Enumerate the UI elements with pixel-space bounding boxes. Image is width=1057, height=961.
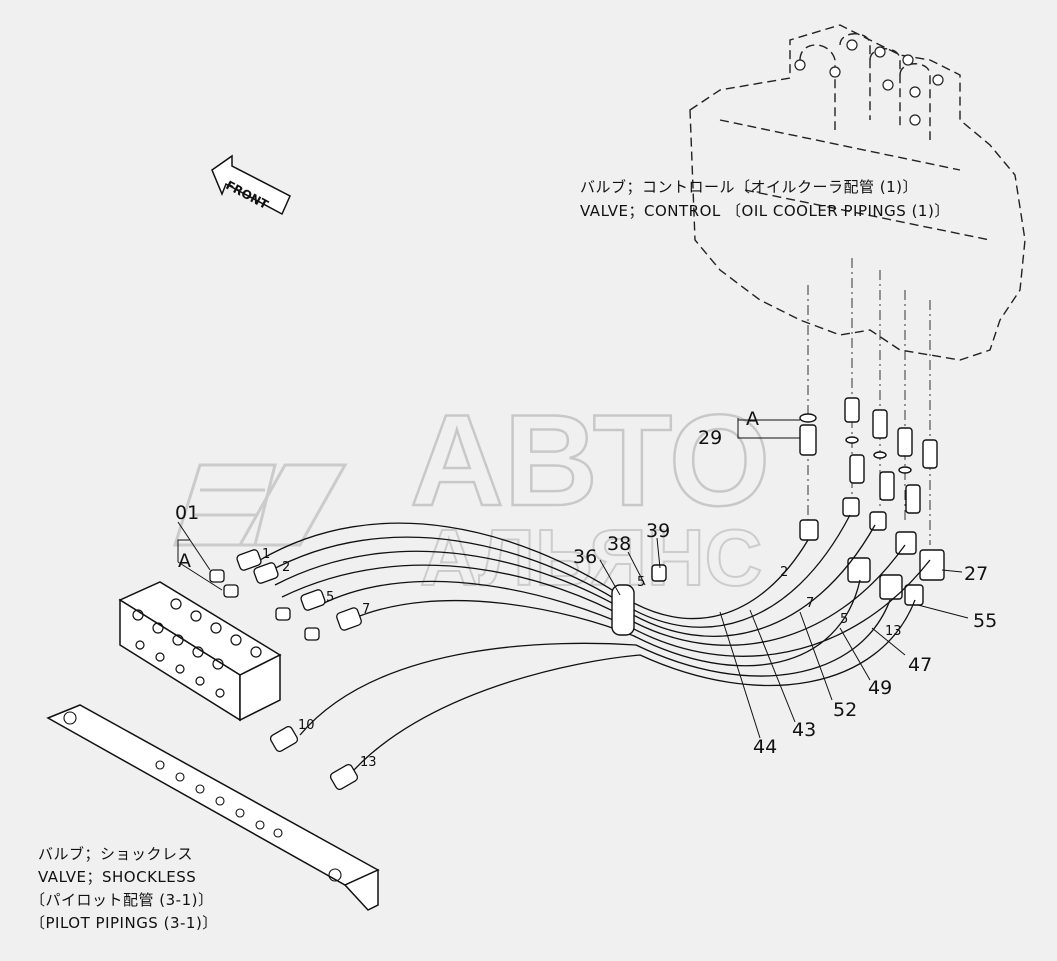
shockless-valve-block	[118, 581, 282, 722]
front-arrow-icon	[211, 154, 291, 216]
callout-27: 27	[964, 563, 989, 585]
hose-tag-5a: 5	[326, 590, 335, 605]
callout-43: 43	[792, 719, 817, 741]
callout-a-right: A	[746, 408, 759, 430]
pilot-piping-caption-jp: 〔パイロット配管 (3-1)〕	[30, 891, 214, 909]
control-valve-caption-en: VALVE；CONTROL 〔OIL COOLER PIPINGS (1)〕	[580, 202, 950, 220]
hose-tag-2a: 2	[282, 560, 291, 575]
callout-52: 52	[833, 699, 858, 721]
watermark-logo	[172, 463, 348, 547]
callout-49: 49	[868, 677, 893, 699]
callout-55: 55	[973, 610, 998, 632]
shockless-valve-caption-en: VALVE；SHOCKLESS	[38, 868, 197, 886]
hose-tag-10: 10	[298, 718, 315, 733]
hose-end-fittings	[209, 549, 362, 790]
leader-lines	[177, 418, 969, 739]
callout-44: 44	[753, 736, 778, 758]
valve-block-ports	[132, 598, 262, 698]
hose-tag-5c: 5	[840, 612, 849, 627]
bracket-holes	[63, 711, 342, 882]
hose-clamp	[611, 564, 667, 636]
hose-tag-13a: 13	[360, 755, 377, 770]
callout-47: 47	[908, 654, 933, 676]
callout-01: 01	[175, 502, 200, 524]
hose-tag-5b: 5	[637, 575, 646, 590]
shockless-valve-caption-jp: バルブ；ショックレス	[38, 845, 194, 863]
hose-tag-7b: 7	[806, 596, 815, 611]
hose-tag-2b: 2	[780, 565, 789, 580]
hose-tag-13b: 13	[885, 624, 902, 639]
callout-29: 29	[698, 427, 723, 449]
watermark-line1: АВТО	[410, 387, 770, 533]
pilot-piping-caption-en: 〔PILOT PIPINGS (3-1)〕	[30, 914, 218, 932]
callout-36: 36	[573, 546, 598, 568]
control-valve-caption-jp: バルブ；コントロール〔オイルクーラ配管 (1)〕	[580, 178, 919, 196]
hose-tag-1: 1	[262, 547, 271, 562]
callout-38: 38	[607, 533, 632, 555]
control-valve-body	[689, 24, 1026, 361]
hose-tag-7a: 7	[362, 602, 371, 617]
fittings	[799, 397, 945, 606]
valve-bolt-holes	[794, 39, 944, 126]
mounting-bracket	[46, 704, 380, 911]
callout-a-left: A	[178, 550, 191, 572]
watermark-line2: АЛЬЯНС	[420, 513, 762, 602]
callout-39: 39	[646, 520, 671, 542]
